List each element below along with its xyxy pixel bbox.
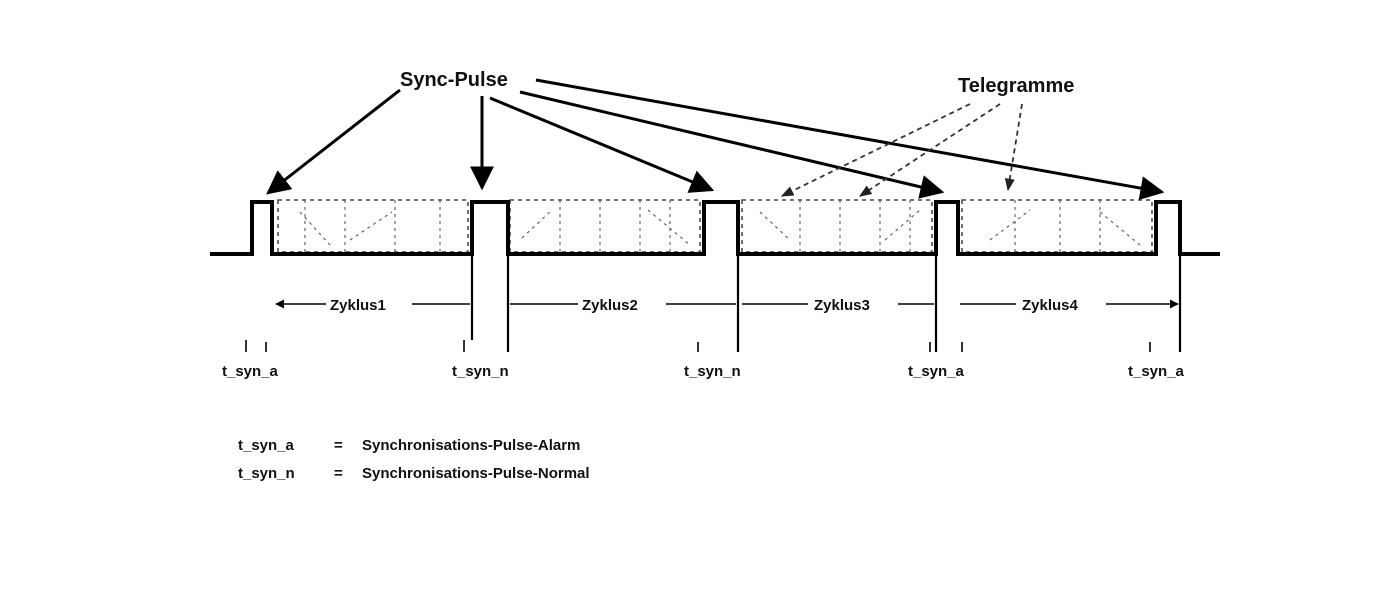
sync-pulse-label: Sync-Pulse <box>400 69 508 91</box>
sync-arrow-3 <box>489 96 715 193</box>
time-marker-3: t_syn_n <box>684 363 741 380</box>
sync-waveform <box>210 200 1220 256</box>
telegramme-arrows <box>780 103 1023 197</box>
legend-desc-2: Synchronisations-Pulse-Normal <box>362 465 590 482</box>
legend-term-1: t_syn_a <box>238 437 295 454</box>
sync-pulse-arrows <box>266 78 1165 201</box>
cycle-label-4: Zyklus4 <box>1022 297 1079 314</box>
telegram-frames <box>277 199 1153 253</box>
cycle-label-3: Zyklus3 <box>814 297 870 314</box>
time-marker-1: t_syn_a <box>222 363 279 380</box>
legend-desc-1: Synchronisations-Pulse-Alarm <box>362 437 580 454</box>
telegram-block-2 <box>509 199 701 253</box>
legend-term-2: t_syn_n <box>238 465 295 482</box>
time-marker-labels: t_syn_a t_syn_n t_syn_n t_syn_a t_syn_a <box>222 363 1185 380</box>
pulse-extension-lines <box>470 254 1182 352</box>
telegram-block-4 <box>961 199 1153 253</box>
telegramme-label: Telegramme <box>958 75 1074 97</box>
cycle-label-2: Zyklus2 <box>582 297 638 314</box>
cycle-label-1: Zyklus1 <box>330 297 386 314</box>
sync-arrow-1 <box>266 88 401 195</box>
time-marker-4: t_syn_a <box>908 363 965 380</box>
time-marker-ticks <box>245 340 1151 352</box>
telegramme-arrow-1 <box>780 103 971 197</box>
sync-arrow-5 <box>535 78 1165 201</box>
legend-sep-2: = <box>334 465 343 482</box>
sync-arrow-4 <box>519 90 945 199</box>
time-marker-2: t_syn_n <box>452 363 509 380</box>
telegramme-arrow-3 <box>1004 103 1023 192</box>
legend-sep-1: = <box>334 437 343 454</box>
telegramme-arrow-2 <box>858 103 1001 197</box>
legend: t_syn_a = Synchronisations-Pulse-Alarm t… <box>238 437 590 482</box>
telegram-block-3 <box>741 199 933 253</box>
time-marker-5: t_syn_a <box>1128 363 1185 380</box>
cycle-dimensions: Zyklus1 Zyklus2 Zyklus3 Zyklus4 <box>275 297 1179 314</box>
